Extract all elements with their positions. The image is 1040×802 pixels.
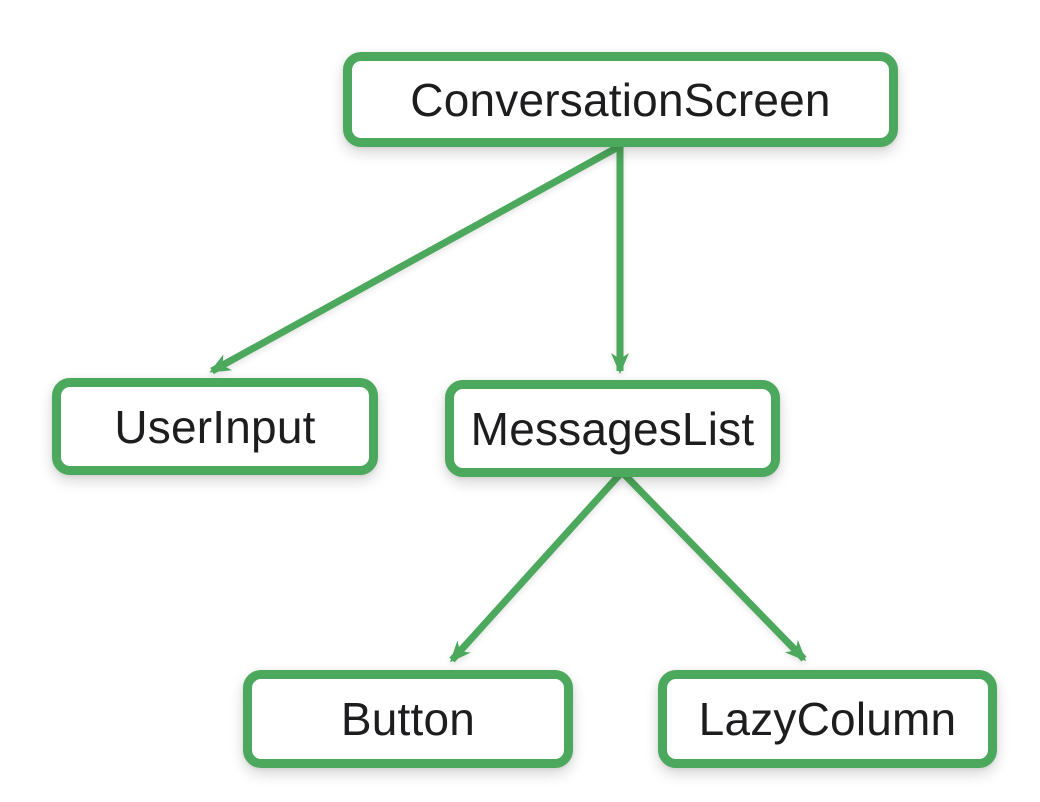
node-user-input-label: UserInput [114,400,316,453]
node-user-input: UserInput [52,378,378,475]
node-button: Button [243,670,573,768]
edge-messageslist-to-button [449,469,625,663]
node-button-label: Button [340,693,476,745]
node-lazy-column: LazyColumn [658,670,997,768]
edge-messageslist-to-lazycolumn [619,469,807,662]
node-messages-list-label: MessagesList [470,402,755,455]
node-lazy-column-label: LazyColumn [698,693,957,745]
node-conversation-screen-label: ConversationScreen [410,73,831,126]
edge-conversationscreen-to-userinput [209,142,622,375]
node-messages-list: MessagesList [445,380,780,477]
node-conversation-screen: ConversationScreen [343,52,898,147]
